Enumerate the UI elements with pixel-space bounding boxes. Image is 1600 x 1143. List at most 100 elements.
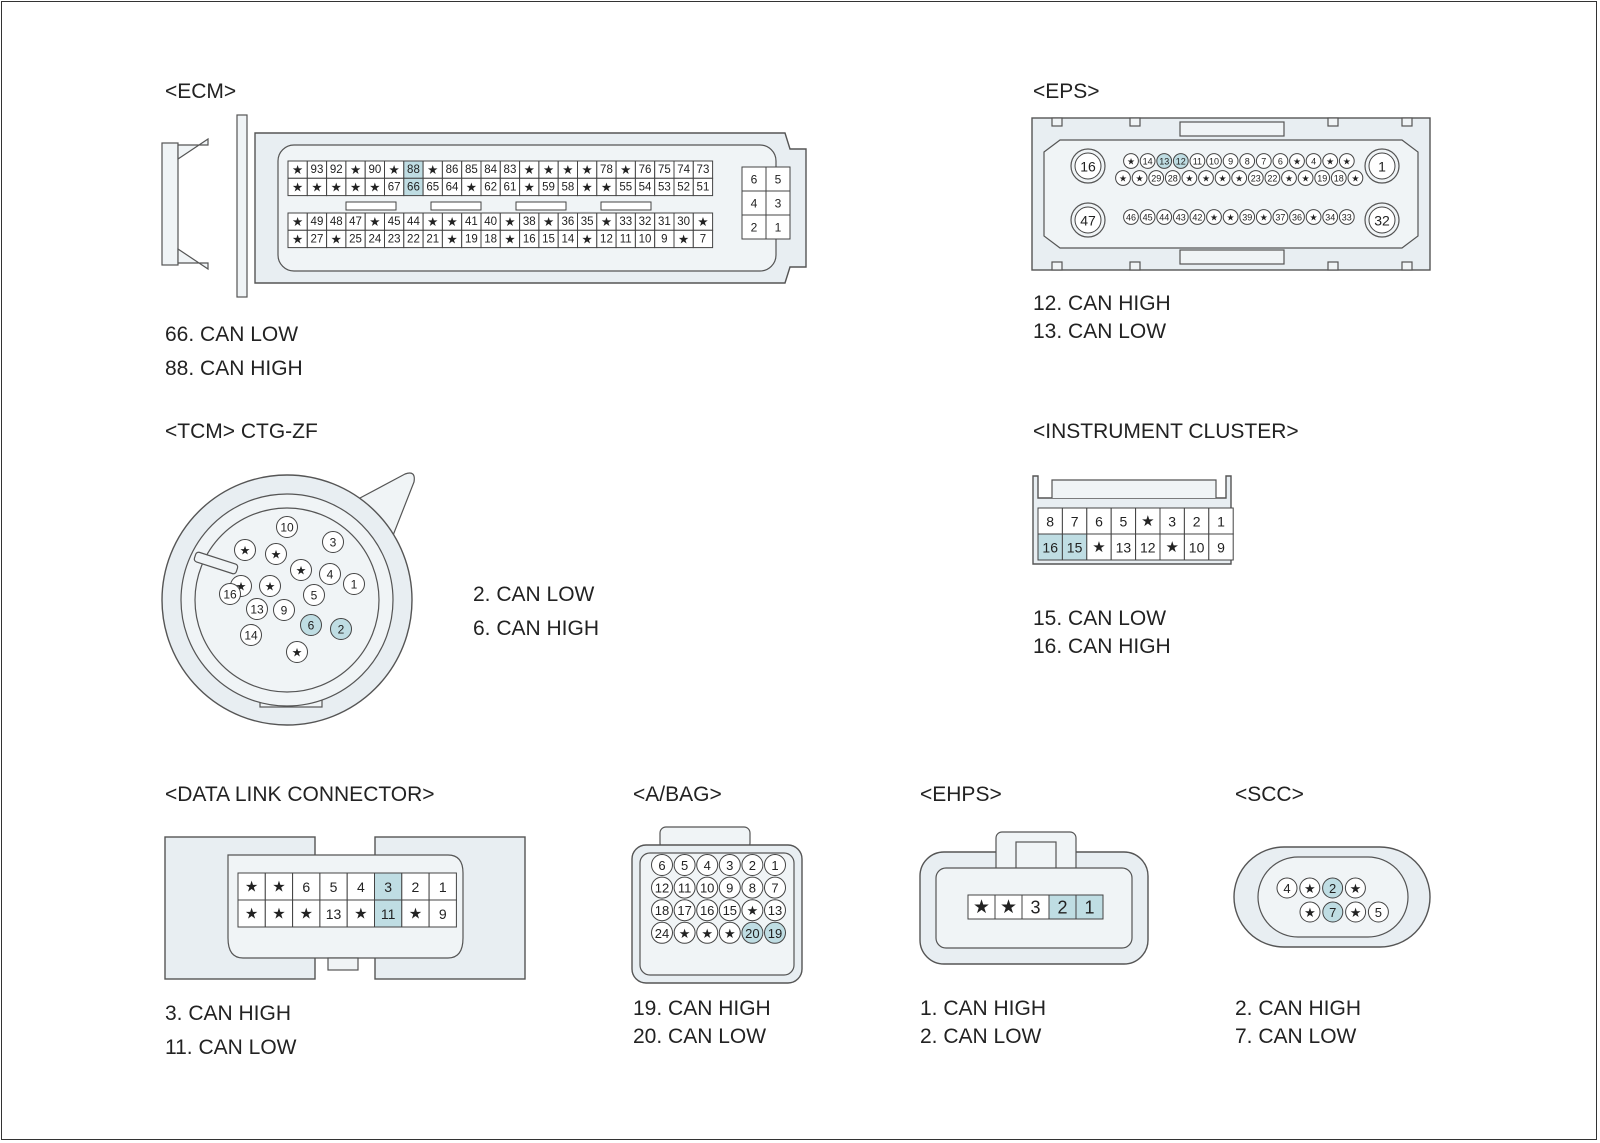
ehps-pin [1021, 894, 1050, 920]
eps-pin [1189, 153, 1206, 169]
ecm-bottom-pin-label: ★ [292, 215, 303, 229]
tcm-pin-label: 10 [280, 521, 294, 535]
ecm-bottom-pin-label: 32 [639, 216, 652, 228]
tcm-pin-label: ★ [296, 564, 307, 578]
ecm-top-pin-label: ★ [466, 180, 477, 194]
tcm-pin [234, 539, 256, 561]
ecm-top-pin-label: ★ [620, 163, 631, 177]
eps-tab [1327, 117, 1339, 127]
eps-big-pin [1074, 152, 1102, 180]
tcm-pin-label: 3 [330, 536, 337, 550]
eps-pin [1322, 153, 1339, 169]
eps-pin-label: ★ [1310, 213, 1318, 223]
ecm-bottom-pin-label: 49 [311, 216, 324, 228]
cluster-pin [1183, 533, 1210, 561]
eps-pin [1255, 153, 1272, 169]
abag-pin [718, 854, 741, 876]
eps-pin-label: ★ [1119, 174, 1127, 184]
abag-pin [718, 921, 741, 944]
ecm-top-pin-label: 59 [542, 181, 555, 193]
ecm-bottom-pin-label: 9 [661, 233, 667, 245]
ecm-top-pin-label: ★ [292, 180, 303, 194]
ecm-top-pin-label: 55 [619, 181, 632, 193]
cluster-pin [1208, 533, 1234, 561]
eps-pin [1164, 170, 1181, 186]
ecm-top-pin-label: 52 [677, 181, 690, 193]
cluster-pin-label: 5 [1120, 514, 1128, 530]
scc-pin-label: ★ [1350, 881, 1362, 896]
ecm-bottom-pin-label: 10 [639, 233, 652, 245]
tcm-pin [290, 559, 312, 581]
ecm-bottom-pin-label: 38 [523, 216, 536, 228]
dlc-notch [327, 957, 359, 971]
ecm-top-pin-label: 51 [697, 181, 710, 193]
scc-connector: 4★2★★7★5 [1233, 846, 1431, 948]
ecm-bottom-pin-label: 45 [388, 216, 401, 228]
abag-pin-label: ★ [747, 903, 759, 918]
eps-pin-label: 8 [1245, 157, 1250, 167]
ecm-top-pin-label: 74 [677, 164, 690, 176]
ecm-top-pin-label: 93 [311, 164, 324, 176]
abag-pin-label: 6 [658, 858, 665, 873]
ecm-top-pin-label: ★ [311, 180, 322, 194]
scc-note-1: 2. CAN HIGH [1235, 997, 1362, 1020]
eps-pin-label: 34 [1325, 213, 1335, 223]
eps-big-pin-label: 16 [1080, 159, 1096, 175]
cluster-pin [1061, 533, 1088, 561]
tcm-pin [319, 563, 341, 585]
ecm-bottom-pin-label: ★ [601, 215, 612, 229]
ecm-top-pin-label: ★ [601, 180, 612, 194]
eps-pin [1338, 153, 1355, 169]
tcm-pin-label: ★ [265, 580, 276, 594]
ecm-top-pin-label: ★ [389, 163, 400, 177]
eps-pin [1172, 209, 1189, 225]
ecm-top-pin-label: ★ [331, 180, 342, 194]
ecm-top-pin-label: ★ [582, 180, 593, 194]
scc-notes: 2. CAN HIGH 7. CAN LOW [1235, 995, 1361, 1051]
eps-pin-label: 4 [1311, 157, 1316, 167]
ecm-top-pin-label: 78 [600, 164, 613, 176]
ecm-bottom-pin-label: 33 [619, 216, 632, 228]
eps-big-pin [1074, 206, 1102, 234]
ecm-bottom-pin-label: ★ [446, 215, 457, 229]
dlc-note-2: 11. CAN LOW [165, 1036, 297, 1059]
tcm-pin [219, 583, 241, 605]
tcm-pin [300, 614, 322, 636]
scc-pin [1299, 901, 1321, 923]
abag-pin [741, 899, 764, 922]
ecm-top-pin-label: 61 [504, 181, 517, 193]
ecm-latch [161, 142, 179, 266]
scc-pin [1344, 877, 1366, 899]
eps-pin [1222, 153, 1239, 169]
tcm-note-2: 6. CAN HIGH [473, 617, 600, 640]
ecm-top-pin-label: 62 [484, 181, 497, 193]
cluster-pin [1037, 533, 1063, 561]
ecm-side-pin-label: 1 [775, 221, 782, 235]
ecm-top-pin-label: ★ [524, 180, 535, 194]
abag-pin-label: 7 [771, 881, 778, 896]
ecm-bottom-pin-label: 40 [484, 216, 497, 228]
eps-big-pin-label: 1 [1378, 159, 1386, 175]
tcm-pin-label: ★ [236, 580, 247, 594]
tcm-pin [276, 516, 298, 538]
ecm-side-pin [765, 190, 791, 216]
ecm-side-pin [741, 166, 767, 192]
ecm-side-pin-label: 6 [751, 173, 758, 187]
abag-pin-label: 19 [768, 926, 782, 941]
cluster-pin-label: 13 [1116, 540, 1132, 556]
abag-pin-label: 4 [704, 858, 711, 873]
abag-pin [651, 854, 673, 876]
ecm-bottom-pin-label: ★ [697, 215, 708, 229]
cluster-pin [1159, 507, 1185, 535]
tcm-lever [359, 472, 415, 540]
ecm-bottom-pin-label: 27 [311, 233, 324, 245]
cluster-pin [1110, 533, 1137, 561]
eps-pin-label: ★ [1136, 174, 1144, 184]
ecm-bottom-pin-label: ★ [504, 232, 515, 246]
ecm-key-slot [430, 201, 482, 211]
cluster-pin-label: ★ [1092, 539, 1105, 556]
ehps-note-2: 2. CAN LOW [920, 1025, 1042, 1048]
abag-pin-label: 18 [655, 903, 669, 918]
